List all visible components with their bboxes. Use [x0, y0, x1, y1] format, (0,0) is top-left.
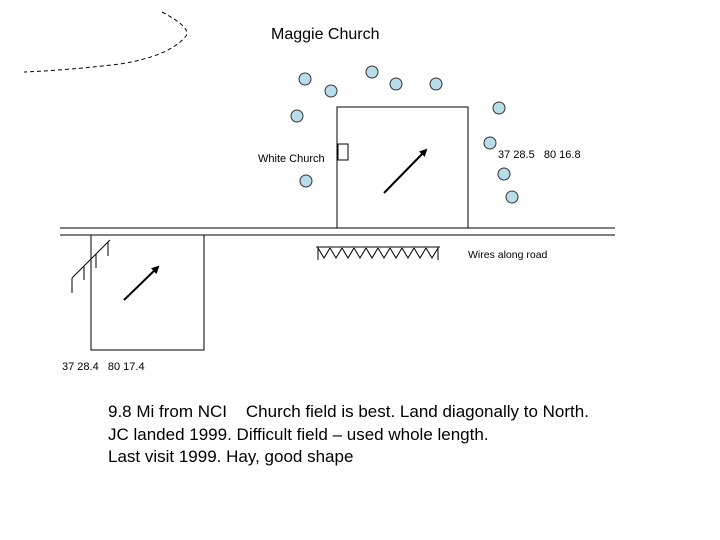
tree-icon — [497, 167, 511, 181]
tree-icon — [389, 77, 403, 91]
landing-direction-arrow — [123, 265, 160, 301]
note-line: 9.8 Mi from NCI Church field is best. La… — [108, 402, 589, 421]
note-line: JC landed 1999. Difficult field – used w… — [108, 425, 489, 444]
field-coordinates: 37 28.4 80 17.4 — [62, 361, 145, 373]
tree-icon — [299, 174, 313, 188]
page-title: Maggie Church — [271, 26, 380, 43]
landing-direction-arrow — [383, 148, 428, 194]
tree-icon — [483, 136, 497, 150]
tree-icon — [365, 65, 379, 79]
landing-field — [90, 234, 205, 351]
white-church-label: White Church — [258, 153, 325, 165]
wires-label: Wires along road — [468, 249, 548, 261]
tree-icon — [290, 109, 304, 123]
tree-icon — [298, 72, 312, 86]
tree-icon — [505, 190, 519, 204]
tree-group — [290, 65, 519, 204]
church-coordinates: 37 28.5 80 16.8 — [498, 149, 581, 161]
wires-icon — [317, 247, 439, 259]
tree-icon — [492, 101, 506, 115]
tree-icon — [429, 77, 443, 91]
tree-icon — [324, 84, 338, 98]
dashed-path — [23, 11, 188, 73]
church-field — [336, 106, 469, 229]
note-line: Last visit 1999. Hay, good shape — [108, 447, 353, 466]
fence-icon — [71, 239, 111, 293]
white-church-building — [337, 143, 349, 161]
